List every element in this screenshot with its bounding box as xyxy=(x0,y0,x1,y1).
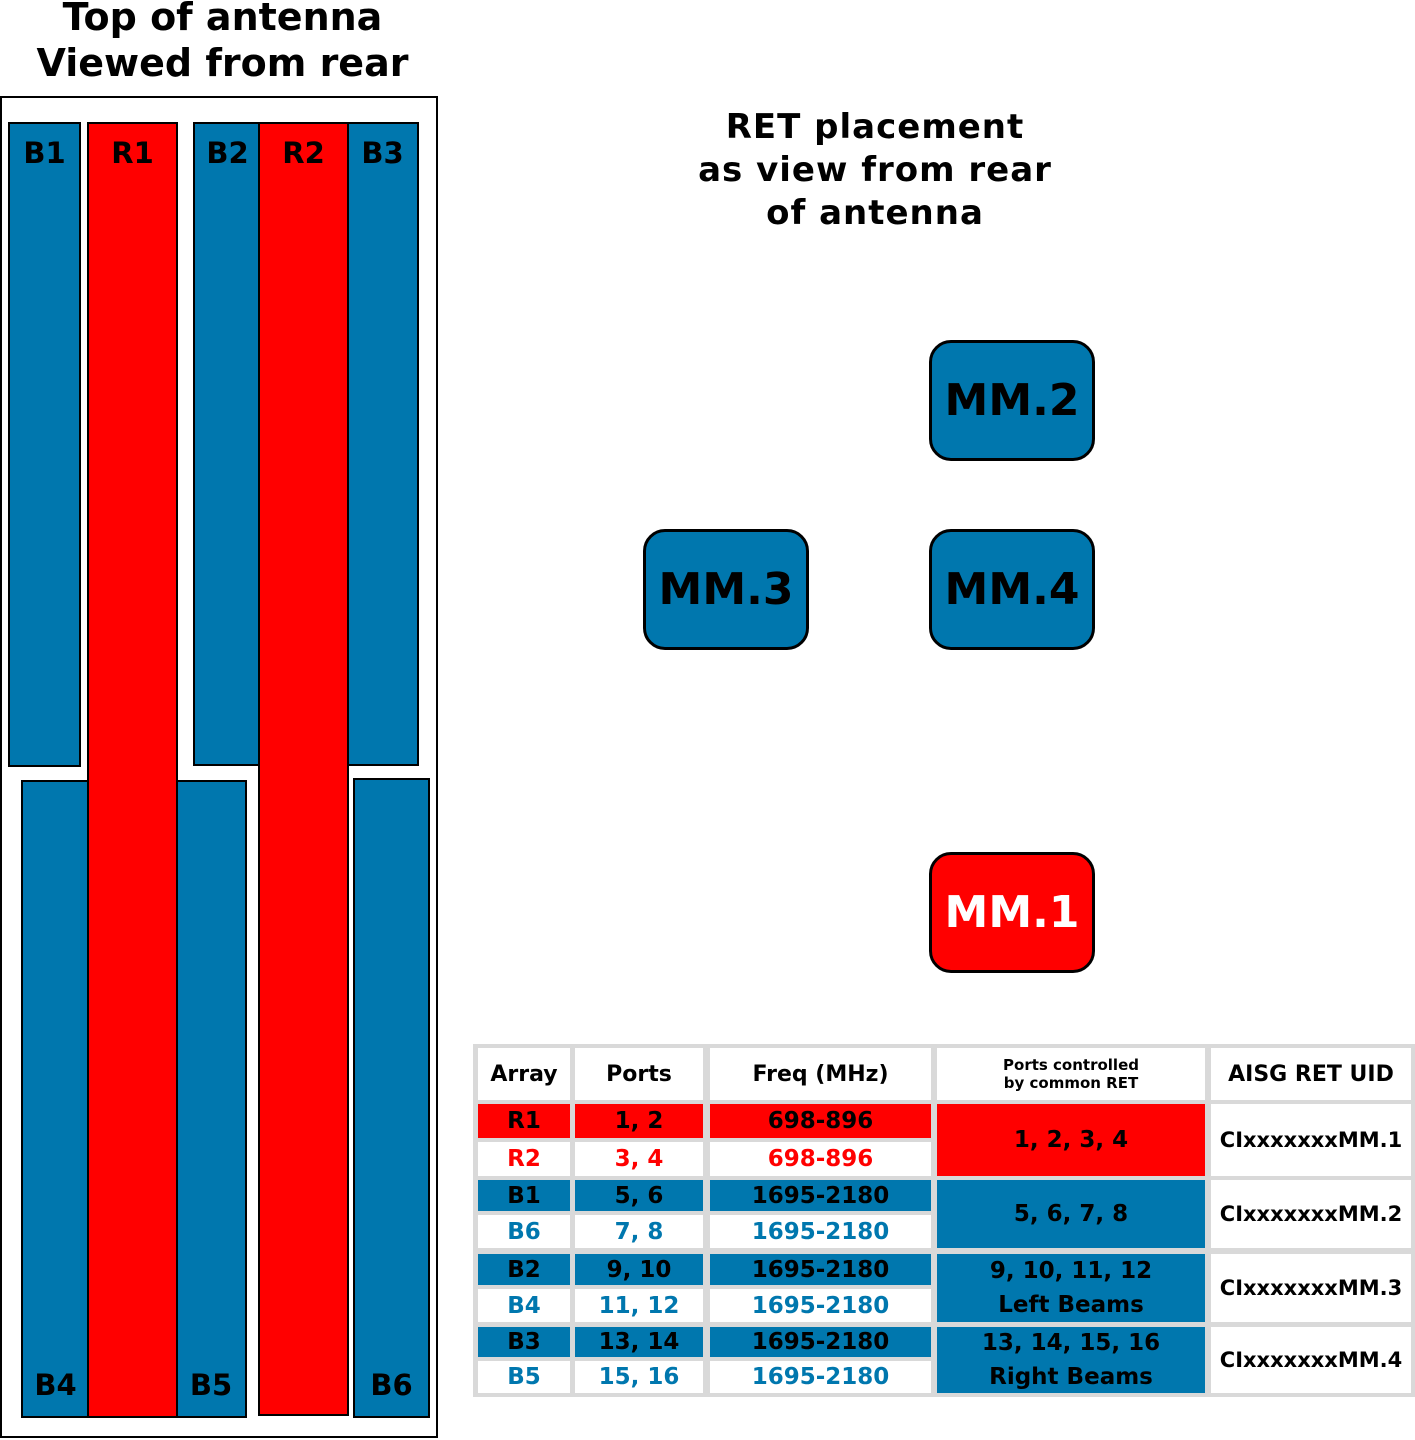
table-row-array: R1 xyxy=(478,1104,570,1138)
ret-mm4: MM.4 xyxy=(929,529,1095,650)
array-r1: R1 xyxy=(87,122,178,1418)
ret-placement-title-line3: of antenna xyxy=(766,193,984,233)
ret-placement-title-line2: as view from rear xyxy=(698,150,1052,190)
common-ret-group-4-note: Right Beams xyxy=(989,1364,1153,1390)
array-b3: B3 xyxy=(346,122,419,766)
array-b1: B1 xyxy=(8,122,81,767)
ret-placement-title: RET placement as view from rear of anten… xyxy=(600,106,1150,235)
table-row-freq: 1695-2180 xyxy=(710,1327,931,1357)
ret-mm1: MM.1 xyxy=(929,852,1095,973)
ret-uid-4: CIxxxxxxxMM.4 xyxy=(1211,1327,1411,1393)
table-row-ports: 5, 6 xyxy=(575,1180,703,1211)
array-b1-label: B1 xyxy=(23,136,66,170)
table-row-ports: 11, 12 xyxy=(575,1289,703,1322)
header-ports: Ports xyxy=(575,1048,703,1100)
header-uid: AISG RET UID xyxy=(1211,1048,1411,1100)
table-row-array: B1 xyxy=(478,1180,570,1211)
ret-mm2: MM.2 xyxy=(929,340,1095,461)
ret-placement-title-line1: RET placement xyxy=(725,107,1025,147)
antenna-view-title-line1: Top of antenna xyxy=(62,0,383,39)
table-row-ports: 1, 2 xyxy=(575,1104,703,1138)
table-row-array: B2 xyxy=(478,1254,570,1285)
table-row-ports: 13, 14 xyxy=(575,1327,703,1357)
common-ret-group-3: 9, 10, 11, 12 Left Beams xyxy=(937,1254,1205,1322)
array-b5: B5 xyxy=(175,780,247,1418)
header-common-ret-line1: Ports controlled xyxy=(1003,1056,1139,1074)
common-ret-group-4-ports: 13, 14, 15, 16 xyxy=(981,1330,1161,1356)
array-b6: B6 xyxy=(353,778,430,1418)
array-b2-label: B2 xyxy=(206,136,249,170)
table-row-array: R2 xyxy=(478,1142,570,1176)
table-row-ports: 3, 4 xyxy=(575,1142,703,1176)
table-row-freq: 1695-2180 xyxy=(710,1180,931,1211)
array-r2: R2 xyxy=(258,122,349,1416)
table-row-freq: 698-896 xyxy=(710,1104,931,1138)
array-b2: B2 xyxy=(193,122,262,766)
array-b4-label: B4 xyxy=(34,1368,77,1402)
antenna-frame xyxy=(0,96,438,1438)
table-row-freq: 1695-2180 xyxy=(710,1361,931,1393)
table-row-array: B4 xyxy=(478,1289,570,1322)
ret-uid-2: CIxxxxxxxMM.2 xyxy=(1211,1180,1411,1248)
array-r2-label: R2 xyxy=(282,136,325,170)
table-row-freq: 698-896 xyxy=(710,1142,931,1176)
table-row-array: B5 xyxy=(478,1361,570,1393)
antenna-view-title: Top of antenna Viewed from rear xyxy=(0,0,445,86)
common-ret-group-4: 13, 14, 15, 16 Right Beams xyxy=(937,1327,1205,1393)
common-ret-group-2: 5, 6, 7, 8 xyxy=(937,1180,1205,1248)
ret-mm3: MM.3 xyxy=(643,529,809,650)
common-ret-group-3-note: Left Beams xyxy=(998,1292,1144,1318)
array-b3-label: B3 xyxy=(361,136,404,170)
ret-uid-1: CIxxxxxxxMM.1 xyxy=(1211,1104,1411,1176)
header-common-ret-line2: by common RET xyxy=(1003,1074,1139,1092)
table-row-ports: 7, 8 xyxy=(575,1215,703,1248)
ret-uid-3: CIxxxxxxxMM.3 xyxy=(1211,1254,1411,1322)
header-array: Array xyxy=(478,1048,570,1100)
header-common-ret: Ports controlled by common RET xyxy=(937,1048,1205,1100)
header-freq: Freq (MHz) xyxy=(710,1048,931,1100)
table-row-freq: 1695-2180 xyxy=(710,1289,931,1322)
table-row-array: B3 xyxy=(478,1327,570,1357)
table-row-freq: 1695-2180 xyxy=(710,1215,931,1248)
array-b5-label: B5 xyxy=(189,1368,233,1402)
table-row-ports: 9, 10 xyxy=(575,1254,703,1285)
array-b4: B4 xyxy=(21,780,90,1418)
table-row-ports: 15, 16 xyxy=(575,1361,703,1393)
common-ret-group-1: 1, 2, 3, 4 xyxy=(937,1104,1205,1176)
common-ret-group-3-ports: 9, 10, 11, 12 xyxy=(989,1258,1153,1284)
array-r1-label: R1 xyxy=(111,136,154,170)
ret-table: Array Ports Freq (MHz) Ports controlled … xyxy=(473,1044,1415,1397)
antenna-view-title-line2: Viewed from rear xyxy=(36,41,409,85)
table-row-array: B6 xyxy=(478,1215,570,1248)
array-b6-label: B6 xyxy=(370,1368,413,1402)
table-row-freq: 1695-2180 xyxy=(710,1254,931,1285)
